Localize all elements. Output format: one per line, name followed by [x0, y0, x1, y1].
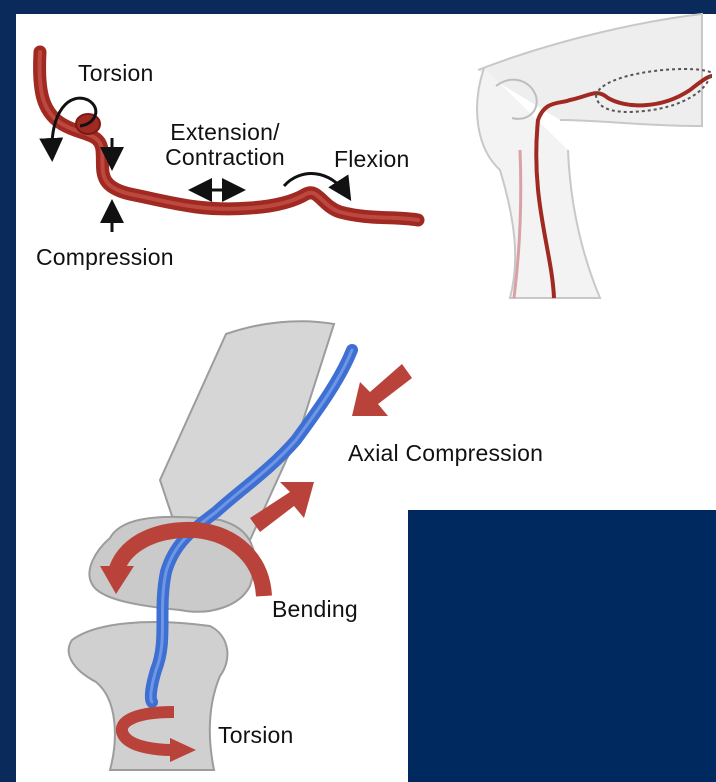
torsion-bottom-label: Torsion	[218, 722, 294, 749]
axial-arrow-down-icon	[352, 364, 412, 416]
torsion-label: Torsion	[78, 60, 154, 87]
knee-flexion-sketch	[477, 14, 712, 298]
extension-contraction-label: Extension/ Contraction	[150, 120, 300, 170]
extension-label-line1: Extension/	[150, 120, 300, 145]
leg-bone-diagram	[69, 321, 412, 770]
bending-label: Bending	[272, 596, 358, 623]
compression-label: Compression	[36, 244, 174, 271]
flexion-label: Flexion	[334, 146, 410, 173]
axial-compression-label: Axial Compression	[348, 440, 543, 467]
extension-label-line2: Contraction	[150, 145, 300, 170]
